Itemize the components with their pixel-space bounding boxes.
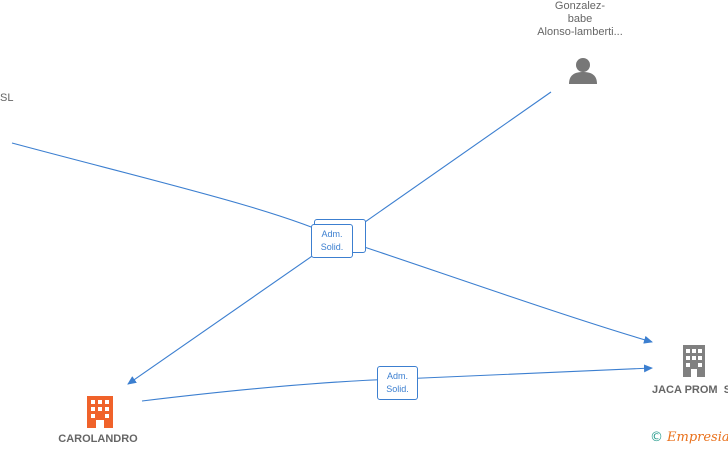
edge-badge-center[interactable]: Adm. Solid. [311,224,353,258]
carolandro-label: CAROLANDRO [58,433,138,445]
edge-badge-center-line-2: Solid. [320,242,344,252]
building-icon-carolandro [87,396,113,428]
edge-badge-center-line-1: Adm. [321,229,343,239]
person-icon [569,58,597,84]
person-label-line-3: Alonso-lamberti... [537,26,623,38]
brand-name: Empresia [667,430,728,445]
edge-person-to-center [344,91,552,237]
person-label-line-1: Gonzalez- [554,0,606,12]
left-company-label: SL [0,92,14,104]
edge-center-to-carolandro [127,251,319,385]
edge-badge-bottom-line-2: Solid. [386,384,409,394]
building-icon-jaca [683,345,705,377]
edge-badge-bottom[interactable]: Adm. Solid. [377,366,418,400]
empresia-watermark: © Empresia [650,430,728,445]
person-label-line-2: babe [567,13,593,25]
copyright-symbol: © [650,430,663,445]
person-label: Gonzalez- babe Alonso-lamberti... [520,0,640,39]
jaca-label: JACA PROM S [652,384,728,396]
edge-badge-bottom-line-1: Adm. [386,371,408,381]
